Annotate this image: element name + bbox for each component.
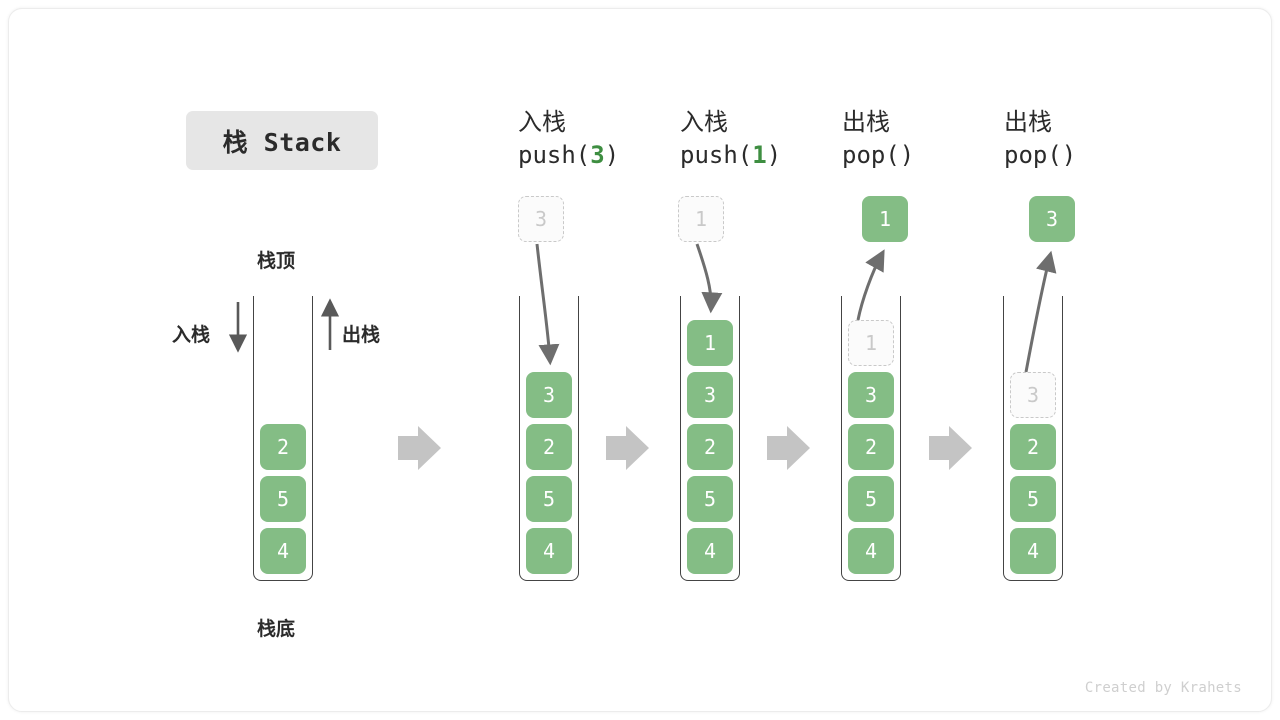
incoming-value-box: 1 [678,196,724,242]
stack-cell: 5 [687,476,733,522]
stack-cell: 2 [848,424,894,470]
column-header-cn: 入栈 [680,108,728,136]
column-header-cn: 入栈 [518,108,566,136]
column-header-push-1: 入栈 push(1) [680,106,850,172]
label-push-side: 入栈 [172,324,211,346]
label-pop-side: 出栈 [342,324,381,346]
stack-cell: 5 [260,476,306,522]
column-header-pop-2: 出栈 pop() [1004,106,1174,172]
column-header-push-3: 入栈 push(3) [518,106,688,172]
label-stack-bottom: 栈底 [257,618,296,640]
column-header-cn: 出栈 [842,108,890,136]
stack-cell: 4 [1010,528,1056,574]
stack-cell: 2 [260,424,306,470]
stack-cell: 5 [848,476,894,522]
label-stack-top: 栈顶 [257,250,296,272]
stack-cell: 2 [526,424,572,470]
column-header-pop-1: 出栈 pop() [842,106,1012,172]
stack-container-pop-2 [1003,296,1063,581]
stack-cell: 4 [687,528,733,574]
credit-text: Created by Krahets [1084,680,1242,696]
stack-container-push-3 [519,296,579,581]
stack-cell: 5 [526,476,572,522]
outgoing-value-box: 3 [1029,196,1075,242]
column-header-cn: 出栈 [1004,108,1052,136]
stack-cell: 5 [1010,476,1056,522]
column-header-code: push(1) [680,141,782,170]
stack-container-pop-1 [841,296,901,581]
stack-cell: 1 [687,320,733,366]
outgoing-value-box: 1 [862,196,908,242]
stack-cell-removed: 3 [1010,372,1056,418]
stack-cell: 4 [260,528,306,574]
stack-cell: 3 [848,372,894,418]
stack-cell: 4 [526,528,572,574]
stack-cell: 4 [848,528,894,574]
incoming-value-box: 3 [518,196,564,242]
column-header-code: pop() [1004,141,1077,170]
stack-cell: 3 [526,372,572,418]
stack-cell: 3 [687,372,733,418]
column-header-code: pop() [842,141,915,170]
code-arg: 3 [590,141,605,170]
column-header-code: push(3) [518,141,620,170]
stack-cell: 2 [1010,424,1056,470]
page-title: 栈 Stack [186,111,378,170]
code-arg: 1 [752,141,767,170]
stack-cell-removed: 1 [848,320,894,366]
stack-container-push-1 [680,296,740,581]
stack-container-initial [253,296,313,581]
stack-cell: 2 [687,424,733,470]
